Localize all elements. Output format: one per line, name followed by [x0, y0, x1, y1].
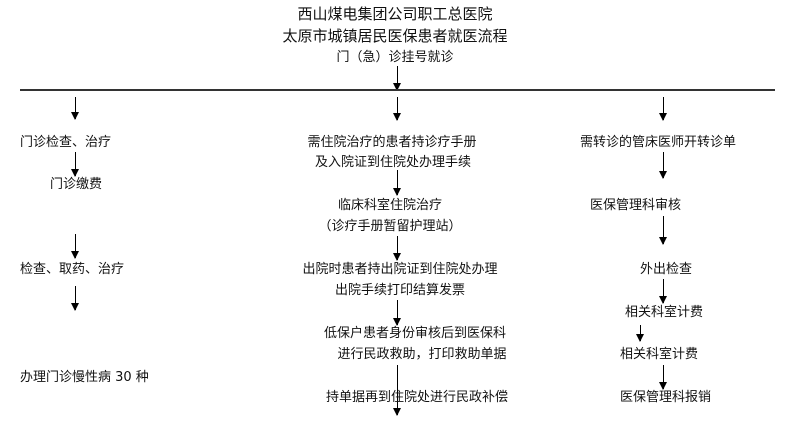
arrow-down-icon: [393, 170, 401, 196]
arrow-down-icon: [71, 286, 79, 311]
right-step-1: 需转诊的管床医师开转诊单: [580, 135, 737, 150]
arrow-down-icon: [659, 216, 667, 245]
process-title: 太原市城镇居民医保患者就医流程: [282, 27, 508, 45]
mid-step-3a: 出院时患者持出院证到住院处办理: [302, 262, 498, 277]
start-step: 门（急）诊挂号就诊: [336, 50, 454, 65]
mid-step-4a: 低保户患者身份审核后到医保科: [323, 326, 507, 341]
mid-step-5: 持单据再到住院处进行民政补偿: [325, 390, 509, 405]
right-step-5: 相关科室计费: [620, 347, 699, 362]
left-step-1: 门诊检查、治疗: [20, 135, 112, 150]
left-step-2: 门诊缴费: [50, 177, 103, 192]
right-step-2: 医保管理科审核: [590, 198, 682, 213]
arrow-down-icon: [659, 365, 667, 390]
arrow-down-icon: [393, 300, 401, 326]
mid-step-2a: 临床科室住院治疗: [337, 198, 443, 213]
arrow-down-icon: [393, 66, 401, 91]
arrow-down-icon: [71, 152, 79, 177]
left-step-4: 办理门诊慢性病 30 种: [20, 370, 149, 385]
mid-step-3b: 出院手续打印结算发票: [334, 283, 466, 298]
arrow-down-icon: [393, 97, 401, 121]
right-step-4: 相关科室计费: [625, 305, 704, 320]
arrow-down-icon: [659, 279, 667, 304]
divider-line: [20, 89, 775, 91]
left-step-3: 检查、取药、治疗: [20, 262, 125, 277]
mid-step-2b: （诊疗手册暂留护理站）: [318, 219, 462, 234]
arrow-down-icon: [393, 365, 401, 416]
mid-step-4b: 进行民政救助，打印救助单据: [337, 347, 507, 362]
arrow-down-icon: [71, 97, 79, 120]
right-step-6: 医保管理科报销: [620, 390, 712, 405]
hospital-name: 西山煤电集团公司职工总医院: [297, 5, 493, 23]
arrow-down-icon: [636, 325, 644, 342]
arrow-down-icon: [659, 152, 667, 179]
arrow-down-icon: [393, 236, 401, 261]
arrow-down-icon: [71, 234, 79, 259]
mid-step-1b: 及入院证到住院处办理手续: [314, 155, 472, 170]
mid-step-1a: 需住院治疗的患者持诊疗手册: [307, 135, 477, 150]
right-step-3: 外出检查: [640, 262, 693, 277]
arrow-down-icon: [659, 97, 667, 121]
